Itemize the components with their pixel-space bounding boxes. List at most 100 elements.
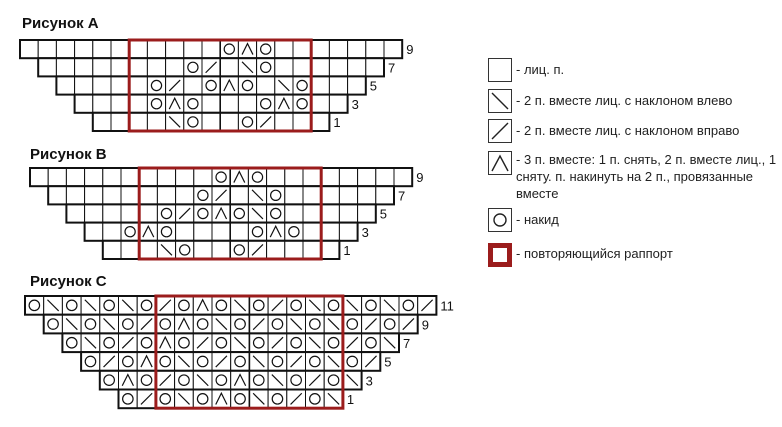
yarnover-symbol xyxy=(241,79,254,92)
k3tog-symbol xyxy=(168,96,181,110)
k3tog-symbol xyxy=(215,391,228,405)
chart-cell xyxy=(84,185,104,205)
chart-cell xyxy=(84,222,104,242)
yarnover-symbol xyxy=(346,355,359,368)
yarnover-symbol xyxy=(271,318,284,330)
yarnover-symbol xyxy=(233,207,245,220)
k2tog-left-symbol xyxy=(65,318,78,331)
chart-cell xyxy=(302,185,322,205)
chart-cell xyxy=(267,314,288,334)
k3tog-symbol xyxy=(142,224,155,238)
chart-cell xyxy=(92,39,112,59)
k2tog-left-symbol xyxy=(47,299,60,312)
chart-cell xyxy=(219,112,239,132)
chart-cell xyxy=(292,75,312,96)
chart-cell xyxy=(138,203,158,224)
k2tog-left-symbol xyxy=(346,299,359,312)
chart-cell xyxy=(230,389,250,409)
chart-cell xyxy=(286,332,306,353)
chart-cell xyxy=(302,222,322,242)
yarnover-symbol xyxy=(84,355,97,368)
chart-cell xyxy=(305,314,325,334)
yarnover-symbol xyxy=(178,374,190,386)
chart-cell xyxy=(338,203,359,224)
yarnover-symbol xyxy=(234,393,246,405)
legend-label: - повторяющийся раппорт xyxy=(516,246,673,261)
yarnover-symbol xyxy=(187,98,199,110)
yarnover-symbol xyxy=(150,79,163,92)
chart-cell xyxy=(84,167,104,187)
chart-cell xyxy=(136,295,157,316)
k3tog-symbol xyxy=(241,42,254,55)
legend-item-k2tog-left: - 2 п. вместе лиц. с наклоном влево xyxy=(488,89,732,113)
k3tog-symbol xyxy=(121,373,134,387)
yarnover-symbol xyxy=(187,61,199,73)
yarnover-symbol xyxy=(215,299,228,312)
k2tog-left-symbol xyxy=(84,336,97,349)
chart-cell xyxy=(29,167,49,187)
legend-label: - накид xyxy=(516,212,559,227)
yarnover-symbol xyxy=(290,336,302,349)
chart-cell xyxy=(65,185,86,205)
chart-cell xyxy=(256,75,276,96)
yarnover-symbol xyxy=(103,374,115,386)
yarnover-symbol xyxy=(65,336,78,349)
chart-cell xyxy=(47,167,67,187)
chart-cell xyxy=(55,39,76,59)
chart-cell xyxy=(256,57,276,77)
chart-cell xyxy=(229,185,249,205)
chart-cell xyxy=(120,167,140,187)
yarnover-symbol xyxy=(178,336,190,349)
chart-cell xyxy=(230,314,250,334)
chart-cell xyxy=(375,185,395,205)
chart-cell xyxy=(156,222,177,242)
k2tog-left-symbol xyxy=(327,355,340,368)
row-label: 9 xyxy=(422,317,429,332)
yarnover-symbol xyxy=(270,189,282,201)
chart-cell xyxy=(219,57,239,77)
row-label: 9 xyxy=(406,42,413,57)
chart-cell xyxy=(274,57,294,77)
legend-label: - 3 п. вместе: 1 п. снять, 2 п. вместе л… xyxy=(516,152,777,201)
chart-cell xyxy=(347,75,367,96)
k2tog-left-symbol xyxy=(383,299,396,312)
chart-cell xyxy=(136,332,157,353)
chart-cell xyxy=(284,222,304,242)
chart-cell xyxy=(183,94,203,114)
chart-cell xyxy=(267,351,288,372)
chart-cell xyxy=(292,94,312,114)
row-label: 9 xyxy=(416,170,423,185)
k2tog-right-symbol xyxy=(159,374,172,387)
chart-cell xyxy=(146,57,167,77)
legend-item-k3tog: - 3 п. вместе: 1 п. снять, 2 п. вместе л… xyxy=(488,151,778,202)
k2tog-right-symbol xyxy=(402,318,415,331)
chart-cell xyxy=(230,351,250,372)
yarnover-symbol xyxy=(196,393,209,405)
chart-cell xyxy=(398,295,419,316)
chart-cell xyxy=(138,185,158,205)
chart-cell xyxy=(229,222,249,242)
yarnover-symbol xyxy=(215,374,228,386)
slash-icon xyxy=(488,119,512,143)
chart-cell xyxy=(61,295,82,316)
chart-cell xyxy=(80,314,101,334)
empty-square-icon xyxy=(488,58,512,82)
chart-cell xyxy=(193,203,213,224)
yarnover-symbol xyxy=(84,318,97,330)
k2tog-right-symbol xyxy=(290,355,303,368)
chart-cell xyxy=(219,39,239,59)
yarnover-symbol xyxy=(159,393,172,405)
chart-cell xyxy=(211,222,231,242)
chart-cell xyxy=(357,203,377,224)
yarnover-symbol xyxy=(65,299,78,312)
chart-cell xyxy=(183,39,203,59)
yarnover-symbol xyxy=(309,355,321,368)
chart-cell xyxy=(118,351,138,372)
yarnover-symbol xyxy=(140,299,153,312)
yarnover-symbol xyxy=(197,207,209,220)
yarnover-symbol xyxy=(179,244,191,256)
yarnover-symbol xyxy=(241,116,254,128)
chart-cell xyxy=(266,167,286,187)
chart-cell xyxy=(183,75,203,96)
